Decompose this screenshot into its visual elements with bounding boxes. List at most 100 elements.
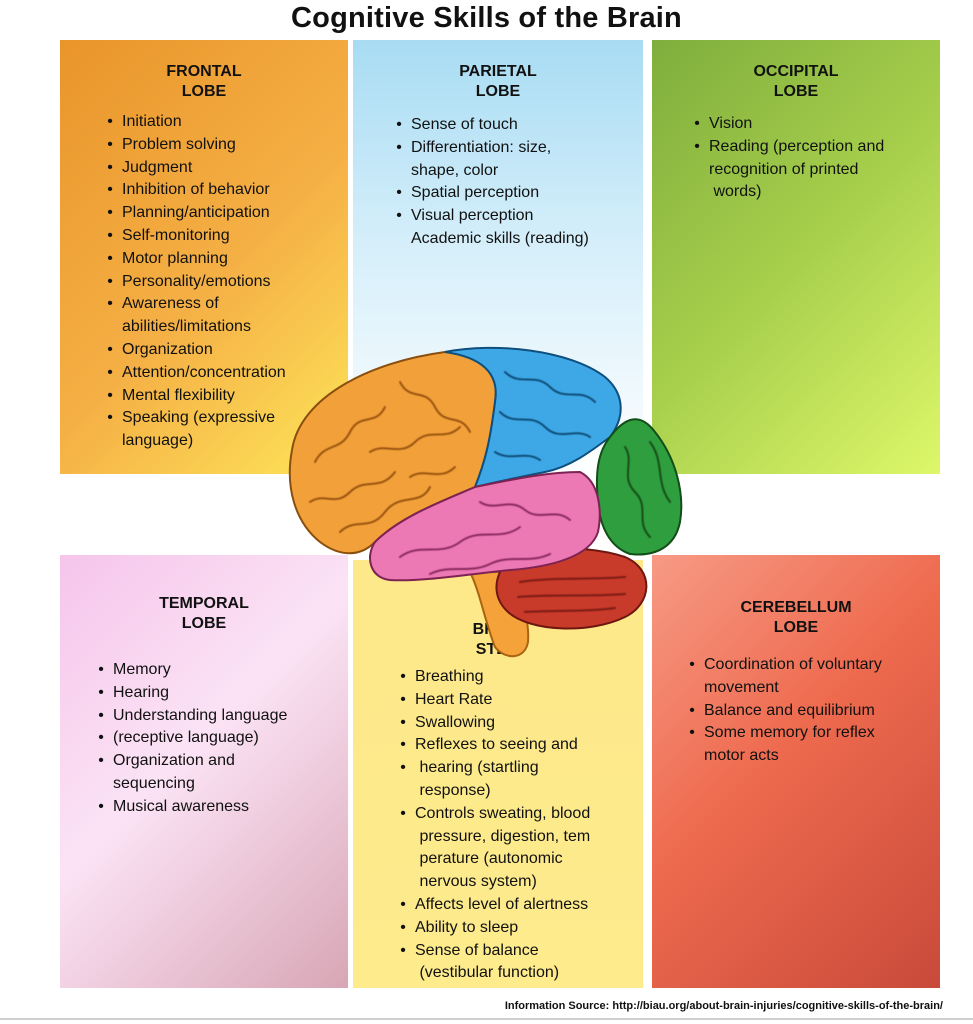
- parietal-list-item: Academic skills (reading): [393, 228, 589, 251]
- parietal-lobe-shape: [444, 346, 622, 489]
- bullet-icon: •: [694, 115, 700, 132]
- parietal-lobe-list: • Sense of touch • Differentiation: size, sh…: [393, 114, 589, 251]
- frontal-list-item-text: Inhibition of behavior: [122, 181, 270, 199]
- occipital-list-item: • Vision: [691, 113, 884, 136]
- frontal-list-item-text: Judgment: [122, 158, 193, 176]
- parietal-list-item: •Visual perception: [393, 205, 589, 228]
- temporal-list-item-text: Understanding language: [113, 706, 288, 724]
- frontal-list-item-text: Personality/emotions: [122, 272, 271, 290]
- frontal-list-item: •Self-monitoring: [104, 225, 286, 248]
- brainstem-list-item: • hearing (startling: [397, 757, 590, 780]
- bullet-icon: •: [98, 729, 104, 747]
- temporal-list-item: •Organization and: [95, 750, 287, 773]
- bottom-divider: [0, 1018, 973, 1020]
- frontal-list-item-text: abilities/limitations: [122, 318, 251, 336]
- brainstem-list-item-text: Breathing: [415, 668, 484, 685]
- occipital-list-item: •Reading (perception and: [691, 136, 884, 159]
- brainstem-list-item-text: (vestibular function): [415, 964, 560, 982]
- brain-stem-list: •Breathing•Heart Rate•Swallowing•Reflexe…: [397, 666, 590, 985]
- bullet-icon: •: [107, 386, 113, 404]
- cerebellum-list-item-text: movement: [704, 678, 779, 696]
- temporal-list-item-text: Musical awareness: [113, 797, 250, 815]
- bullet-icon: •: [396, 138, 402, 156]
- brainstem-list-item: •Controls sweating, blood: [397, 803, 590, 826]
- occipital-list-item: words): [691, 181, 884, 204]
- frontal-list-item: • Planning/anticipation: [104, 202, 286, 225]
- brainstem-list-item-text: Heart Rate: [415, 690, 493, 708]
- brainstem-list-item: •Affects level of alertness: [397, 894, 590, 917]
- temporal-list-item-text: (receptive language): [113, 729, 259, 747]
- brainstem-list-item-text: perature (autonomic: [415, 850, 563, 868]
- temporal-list-item: • Understanding language: [95, 705, 287, 728]
- gyri-texture: [309, 371, 671, 613]
- frontal-list-item-text: Problem solving: [122, 135, 236, 153]
- bullet-icon: •: [400, 713, 406, 731]
- brainstem-list-item: •Heart Rate: [397, 689, 590, 712]
- temporal-list-item-text: Memory: [113, 661, 171, 678]
- brainstem-list-item-text: nervous system): [415, 873, 537, 891]
- frontal-list-item-text: Awareness of: [122, 295, 219, 313]
- temporal-list-item: •Musical awareness: [95, 796, 287, 819]
- bullet-icon: •: [400, 668, 406, 685]
- bullet-icon: •: [689, 701, 695, 719]
- bullet-icon: •: [694, 137, 700, 155]
- bullet-icon: •: [396, 207, 402, 225]
- frontal-list-item: •Organization: [104, 339, 286, 362]
- occipital-list-item: recognition of printed: [691, 159, 884, 182]
- parietal-list-item-text: shape, color: [411, 161, 499, 179]
- bullet-icon: •: [107, 409, 113, 427]
- temporal-lobe-shape: [369, 470, 601, 582]
- cerebellum-list-item-text: Balance and equilibrium: [704, 701, 875, 719]
- bullet-icon: •: [98, 661, 104, 678]
- bullet-icon: •: [98, 706, 104, 724]
- parietal-list-item-text: Differentiation: size,: [411, 138, 552, 156]
- bullet-icon: •: [400, 895, 406, 913]
- brainstem-list-item-text: hearing (startling: [415, 759, 539, 777]
- temporal-list-item: sequencing: [95, 773, 287, 796]
- bullet-icon: •: [107, 113, 113, 130]
- bullet-icon: •: [400, 918, 406, 936]
- parietal-list-item: • Differentiation: size,: [393, 137, 589, 160]
- bullet-icon: •: [107, 204, 113, 222]
- frontal-list-item-text: Initiation: [122, 113, 182, 130]
- temporal-list-item: • (receptive language): [95, 727, 287, 750]
- frontal-list-item-text: Speaking (expressive: [122, 409, 275, 427]
- cerebellum-lobe-panel: CEREBELLUM LOBE • Coordination of volunta…: [652, 555, 940, 988]
- frontal-list-item: •Problem solving: [104, 134, 286, 157]
- cerebellum-list-item: movement: [686, 677, 882, 700]
- cerebellum-list-item: •Some memory for reflex: [686, 722, 882, 745]
- parietal-list-item-text: Spatial perception: [411, 184, 540, 202]
- brainstem-list-item: (vestibular function): [397, 962, 590, 985]
- frontal-list-item: • Mental flexibility: [104, 385, 286, 408]
- parietal-list-item-text: Sense of touch: [411, 116, 518, 133]
- brainstem-list-item: pressure, digestion, tem: [397, 826, 590, 849]
- frontal-list-item-text: Mental flexibility: [122, 386, 235, 404]
- brainstem-list-item-text: Swallowing: [415, 713, 496, 731]
- cerebellum-list-item: motor acts: [686, 745, 882, 768]
- bullet-icon: •: [689, 724, 695, 742]
- temporal-list-item-text: sequencing: [113, 774, 195, 792]
- brainstem-list-item: •Ability to sleep: [397, 917, 590, 940]
- brainstem-list-item: nervous system): [397, 871, 590, 894]
- parietal-list-item: •Spatial perception: [393, 182, 589, 205]
- frontal-list-item-text: Organization: [122, 340, 213, 358]
- cerebellum-list-item-text: Coordination of voluntary: [704, 656, 882, 673]
- temporal-list-item: • Memory: [95, 659, 287, 682]
- cerebellum-lobe-heading: CEREBELLUM LOBE: [740, 599, 852, 636]
- bullet-icon: •: [400, 804, 406, 822]
- occipital-lobe-panel: OCCIPITAL LOBE •Vision•Reading (percepti…: [652, 40, 940, 474]
- brainstem-list-item-text: Reflexes to seeing and: [415, 736, 578, 754]
- brainstem-list-item-text: pressure, digestion, tem: [415, 827, 591, 845]
- bullet-icon: •: [98, 683, 104, 701]
- cerebellum-list-item-text: motor acts: [704, 747, 779, 765]
- occipital-lobe-shape: [595, 418, 683, 556]
- occipital-list-item-text: Vision: [709, 115, 753, 132]
- frontal-list-item: • Initiation: [104, 111, 286, 134]
- bullet-icon: •: [107, 181, 113, 199]
- temporal-list-item-text: Hearing: [113, 683, 170, 701]
- brainstem-list-item: • Breathing: [397, 666, 590, 689]
- temporal-lobe-panel: TEMPORAL LOBE •Memory•Hearing•Understand…: [60, 555, 348, 988]
- bullet-icon: •: [400, 736, 406, 754]
- frontal-list-item-text: Planning/anticipation: [122, 204, 270, 222]
- frontal-list-item: •Attention/concentration: [104, 362, 285, 385]
